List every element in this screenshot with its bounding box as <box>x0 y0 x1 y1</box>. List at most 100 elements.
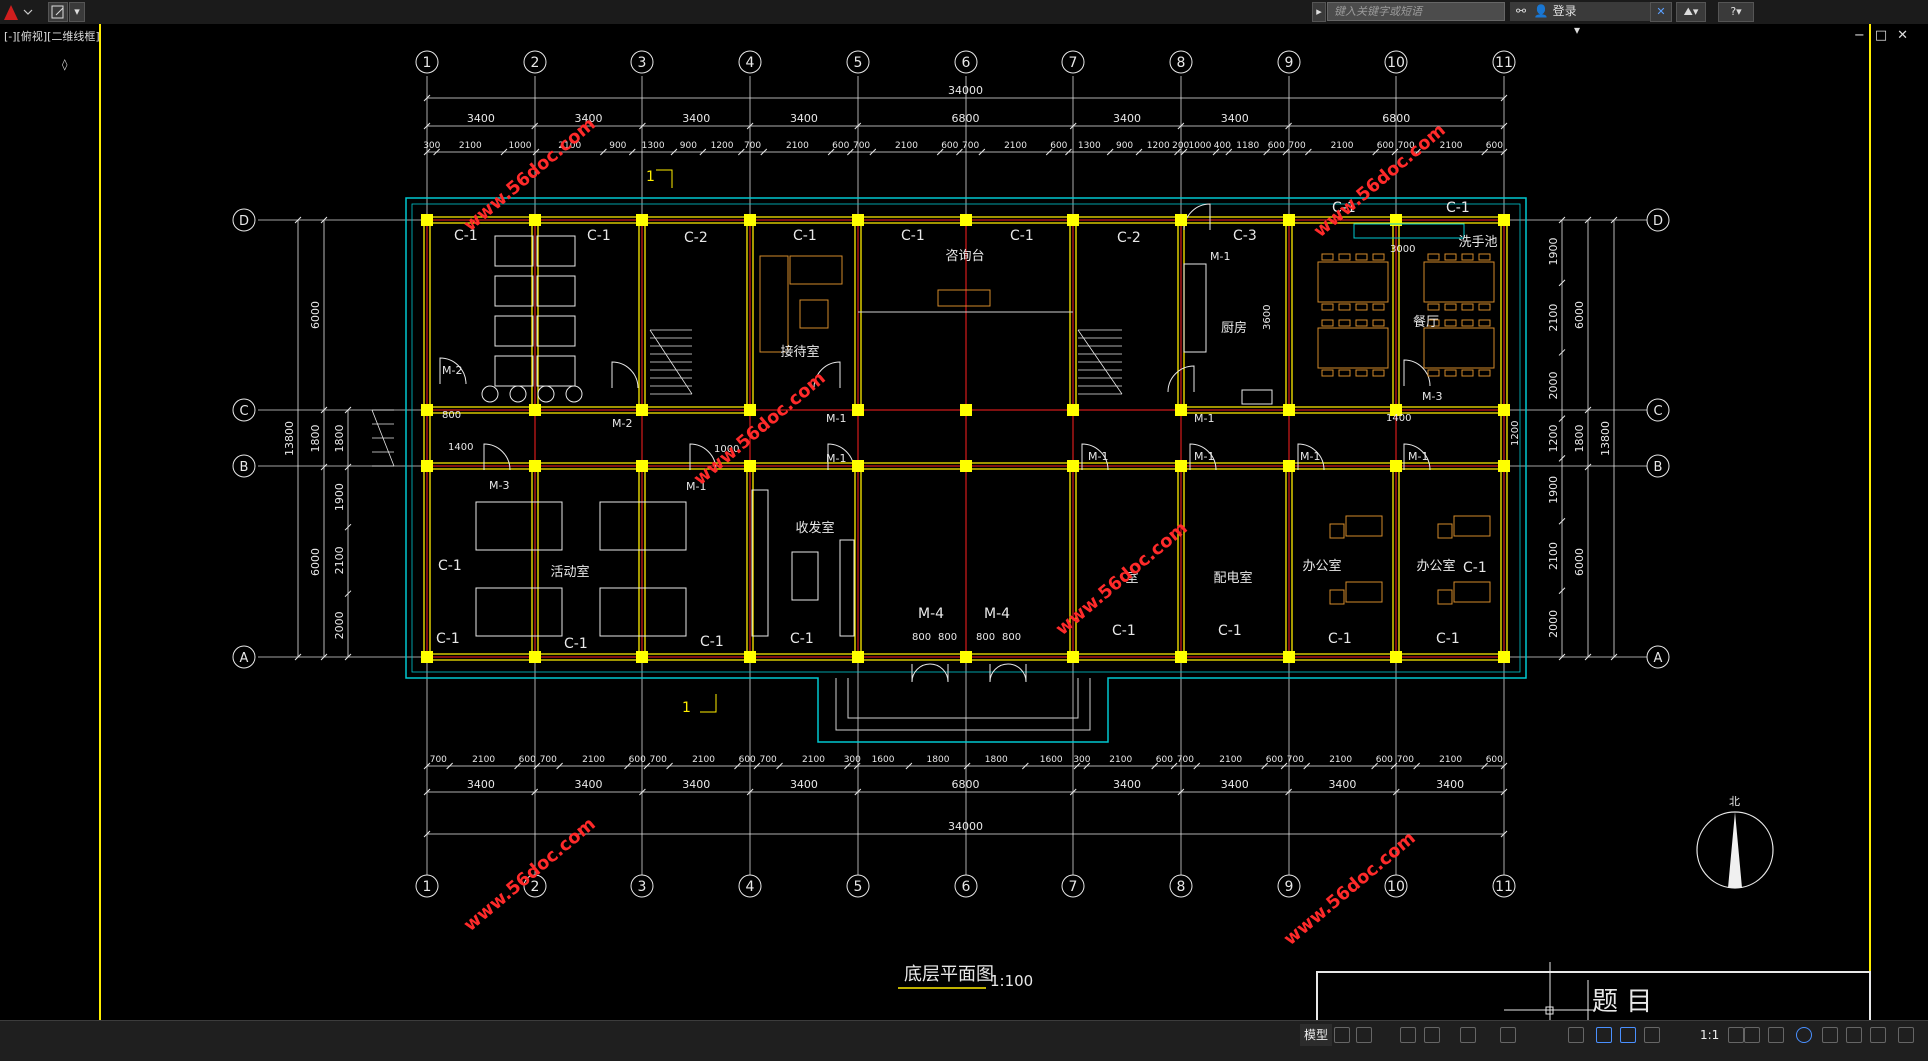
dim-text: 1400 <box>1386 413 1411 424</box>
dim-bays-bottom-text: 3400 <box>1221 778 1249 791</box>
axis-bubble <box>1492 50 1516 74</box>
chair <box>1478 303 1491 311</box>
otrack-icon[interactable] <box>1500 1027 1516 1043</box>
dining-table <box>1317 327 1389 369</box>
customization-icon[interactable] <box>1870 1027 1886 1043</box>
dim-tick <box>847 148 854 156</box>
door-tag: M-1 <box>1194 412 1214 425</box>
workspace-icon[interactable] <box>1846 1027 1862 1043</box>
lineweight-icon[interactable] <box>1568 1027 1584 1043</box>
dim-tick <box>1069 122 1077 130</box>
sink <box>1241 389 1273 405</box>
ortho-icon[interactable] <box>1400 1027 1416 1043</box>
dim-tick <box>905 762 913 770</box>
snap-icon[interactable] <box>1356 1027 1372 1043</box>
plus-icon[interactable] <box>1744 1027 1760 1043</box>
quick-access-button[interactable] <box>48 2 68 22</box>
grid-toggle-icon[interactable] <box>1334 1027 1350 1043</box>
isolate-icon[interactable] <box>1768 1027 1784 1043</box>
dim-detail-bottom-text: 2100 <box>1329 755 1352 765</box>
window-tag: C-1 <box>436 631 460 647</box>
search-expand-button[interactable]: ▸ <box>1312 2 1326 22</box>
axis-label: 6 <box>962 55 971 71</box>
exchange-button[interactable]: ✕ <box>1650 2 1672 22</box>
window-controls[interactable]: −□✕ <box>1853 28 1918 43</box>
dim-tick <box>1174 148 1181 156</box>
dim-tick <box>639 122 646 130</box>
dim-bays-top-text: 6800 <box>1382 112 1410 125</box>
axis-bubble <box>1384 50 1408 74</box>
dim-tick <box>1083 762 1091 770</box>
dining-table <box>1423 261 1495 303</box>
dim-tick <box>1500 148 1508 156</box>
chair <box>1338 253 1351 261</box>
dim-tick <box>753 762 761 770</box>
dim-tick <box>1610 653 1618 661</box>
dim-tick <box>1481 148 1489 156</box>
window-tag: C-2 <box>684 230 708 246</box>
polar-icon[interactable] <box>1424 1027 1440 1043</box>
window-tag: C-1 <box>1446 200 1470 216</box>
dim-tick <box>643 762 651 770</box>
axis-label: D <box>239 214 249 229</box>
column <box>852 460 864 472</box>
dim-total-bottom-text: 34000 <box>948 820 983 833</box>
stair-break <box>371 409 395 467</box>
axis-label: 10 <box>1387 879 1405 895</box>
room-label-mailroom: 收发室 <box>795 520 834 536</box>
dim-tick <box>827 148 835 156</box>
viewcube-icon[interactable]: ◊ <box>62 58 68 71</box>
column <box>852 404 864 416</box>
quick-access-dropdown[interactable]: ▾ <box>69 2 85 22</box>
dim-tick <box>1285 788 1292 796</box>
window-tag: C-1 <box>587 228 611 244</box>
help-button[interactable]: ?▾ <box>1718 2 1754 22</box>
annotation-visibility-icon[interactable] <box>1644 1027 1660 1043</box>
dim-tick <box>1170 762 1178 770</box>
dim-tick <box>956 148 963 156</box>
dim-tick <box>1263 148 1271 156</box>
dim-detail-bottom-text: 1600 <box>1040 755 1063 765</box>
osnap-icon[interactable] <box>1460 1027 1476 1043</box>
gear-icon[interactable] <box>1728 1027 1744 1043</box>
column <box>1498 460 1510 472</box>
viewport-controls[interactable]: [-][俯视][二维线框] <box>4 30 100 43</box>
column <box>1283 651 1295 663</box>
toilet-stall <box>494 315 534 347</box>
dim-detail-top-text: 1180 <box>1236 141 1259 151</box>
entrance-doors <box>911 663 1027 683</box>
dim-text: 3600 <box>1262 305 1273 330</box>
door-tag: M-2 <box>612 417 632 430</box>
window-tag: C-2 <box>1117 230 1141 246</box>
autodesk-account-button[interactable]: ⛰▾ <box>1676 2 1706 22</box>
axis-label: B <box>1654 460 1663 475</box>
dim-detail-bottom-text: 300 <box>1073 755 1090 765</box>
office-chair <box>1329 523 1345 539</box>
model-tab[interactable]: 模型 <box>1300 1024 1333 1046</box>
clean-screen-icon[interactable] <box>1822 1027 1838 1043</box>
menu-icon[interactable] <box>1898 1027 1914 1043</box>
column <box>960 460 972 472</box>
annotation-scale-value[interactable]: 1:1 <box>1700 1028 1720 1042</box>
window-tag: C-1 <box>564 636 588 652</box>
column <box>1067 460 1079 472</box>
dim-tick <box>1391 148 1399 156</box>
annotation-scale-icon[interactable] <box>1620 1027 1636 1043</box>
dim-right-detail-text: 2000 <box>1547 610 1560 638</box>
column <box>636 404 648 416</box>
search-input[interactable]: 键入关键字或短语 <box>1327 2 1505 21</box>
axis-label: 1 <box>423 55 432 71</box>
login-button[interactable]: ⚯ 👤 登录 ▾ <box>1510 2 1650 37</box>
annotation-icon[interactable] <box>1596 1027 1612 1043</box>
dim-tick <box>1584 216 1592 224</box>
dim-bays-top-text: 3400 <box>790 112 818 125</box>
dim-tick <box>533 762 541 770</box>
axis-bubble <box>232 208 256 232</box>
room-label-office1: 办公室 <box>1302 558 1341 574</box>
application-menu-button[interactable] <box>0 2 34 22</box>
dim-detail-top-text: 1200 <box>1147 141 1170 151</box>
dim-tick <box>853 762 861 770</box>
hardware-accel-icon[interactable] <box>1796 1027 1812 1043</box>
door-swing <box>1403 443 1431 471</box>
